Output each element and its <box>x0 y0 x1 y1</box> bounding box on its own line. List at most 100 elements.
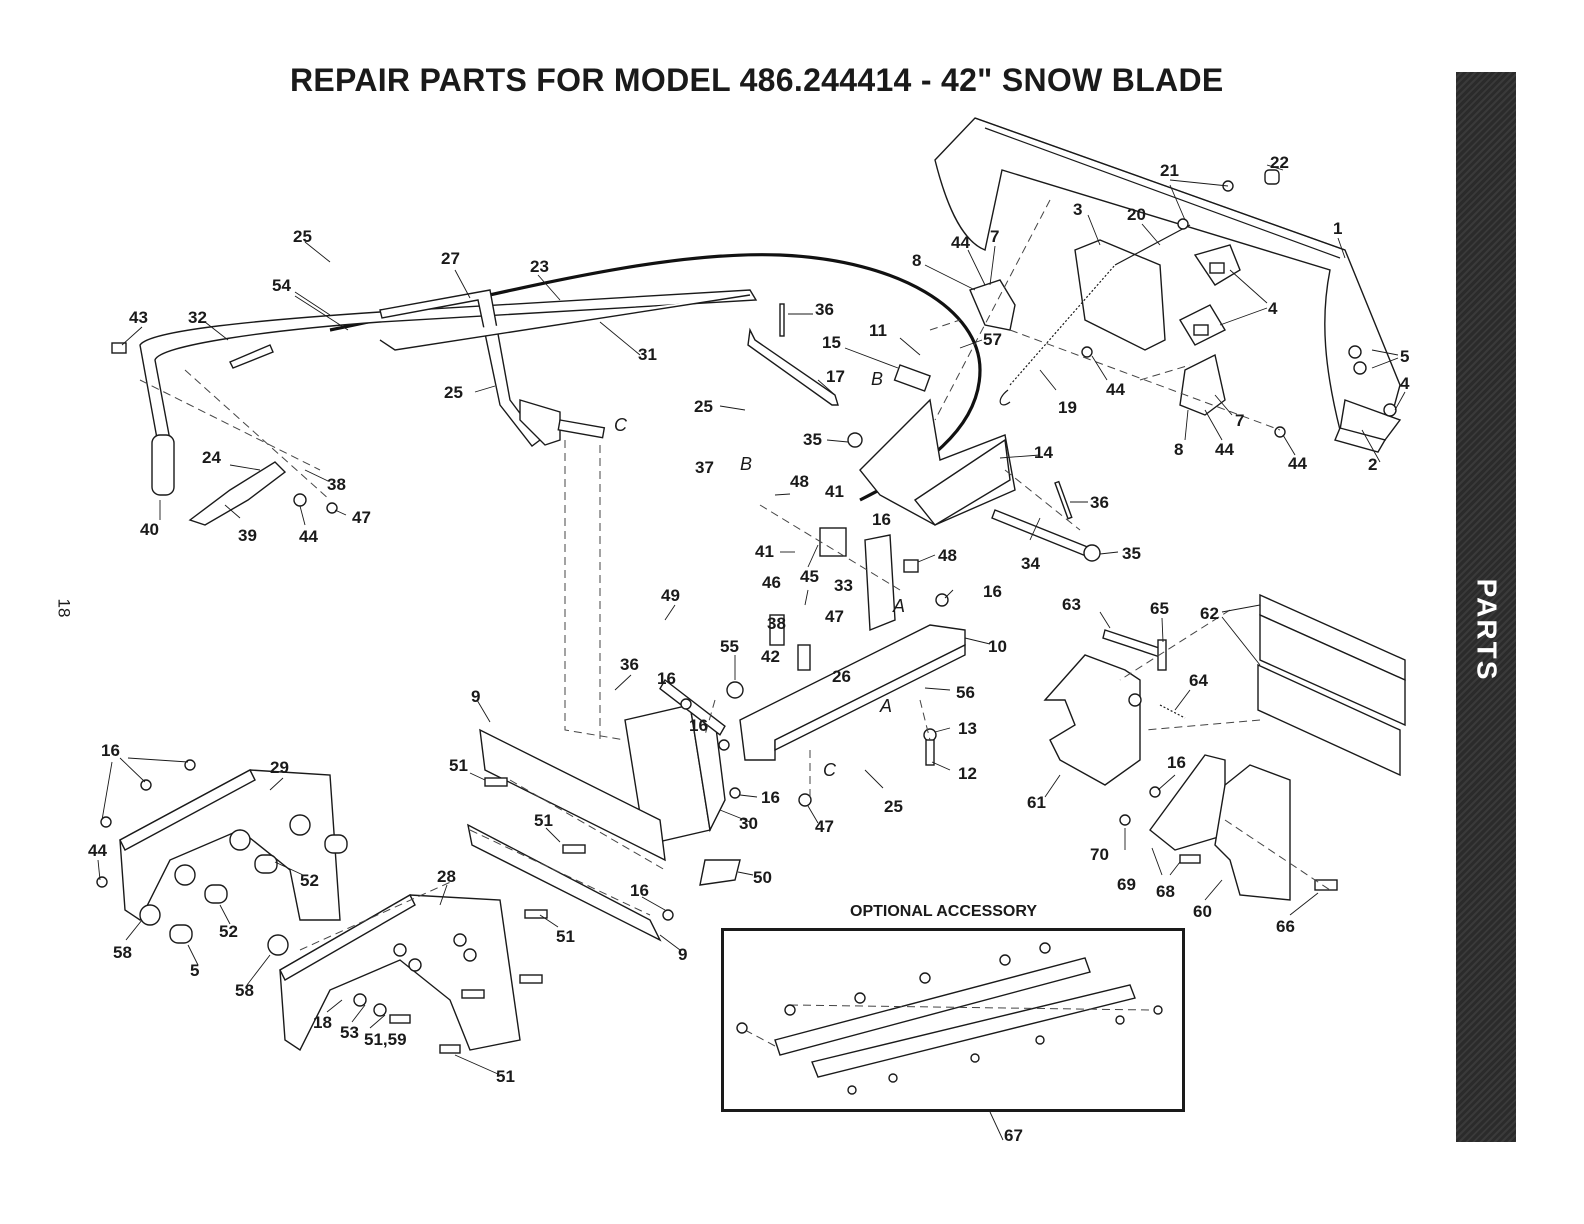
svg-text:61: 61 <box>1027 793 1046 812</box>
svg-text:4: 4 <box>1400 374 1410 393</box>
svg-text:44: 44 <box>88 841 107 860</box>
svg-text:33: 33 <box>834 576 853 595</box>
svg-text:70: 70 <box>1090 845 1109 864</box>
svg-text:36: 36 <box>1090 493 1109 512</box>
svg-text:5: 5 <box>1400 347 1409 366</box>
blade-hardware <box>1081 169 1397 438</box>
optional-accessory-heading: OPTIONAL ACCESSORY <box>850 903 1037 920</box>
svg-text:30: 30 <box>739 814 758 833</box>
snow-blade <box>934 117 1402 453</box>
svg-text:54: 54 <box>272 276 291 295</box>
left-mounting-bracket-29 <box>96 759 348 944</box>
section-tab <box>1456 72 1516 1142</box>
svg-text:56: 56 <box>956 683 975 702</box>
svg-text:62: 62 <box>1200 604 1219 623</box>
svg-text:43: 43 <box>129 308 148 327</box>
svg-text:11: 11 <box>869 321 887 340</box>
svg-text:3: 3 <box>1073 200 1082 219</box>
svg-text:57: 57 <box>983 330 1002 349</box>
svg-text:20: 20 <box>1127 205 1146 224</box>
svg-text:51: 51 <box>449 756 468 775</box>
svg-text:31: 31 <box>638 345 657 364</box>
spring <box>999 224 1191 406</box>
svg-text:B: B <box>740 454 752 474</box>
svg-text:50: 50 <box>753 868 772 887</box>
lever-and-rods <box>747 303 1101 562</box>
mounting-frame <box>726 527 966 807</box>
svg-text:38: 38 <box>767 614 786 633</box>
svg-text:51: 51 <box>534 811 553 830</box>
svg-text:13: 13 <box>958 719 977 738</box>
hitch-plate <box>624 703 741 886</box>
svg-text:25: 25 <box>884 797 903 816</box>
svg-text:53: 53 <box>340 1023 359 1042</box>
svg-text:16: 16 <box>689 716 708 735</box>
svg-text:7: 7 <box>990 227 999 246</box>
svg-text:65: 65 <box>1150 599 1169 618</box>
leader-lines <box>97 164 1406 1141</box>
hitch-bracket-61 <box>1043 654 1142 786</box>
svg-text:16: 16 <box>101 741 120 760</box>
svg-text:55: 55 <box>720 637 739 656</box>
svg-text:64: 64 <box>1189 671 1208 690</box>
svg-text:24: 24 <box>202 448 221 467</box>
svg-text:44: 44 <box>951 233 970 252</box>
svg-text:25: 25 <box>293 227 312 246</box>
page-title: REPAIR PARTS FOR MODEL 486.244414 - 42" … <box>290 62 1224 98</box>
rail-bolts <box>484 698 741 854</box>
svg-text:52: 52 <box>300 871 319 890</box>
svg-text:44: 44 <box>1288 454 1307 473</box>
svg-text:28: 28 <box>437 867 456 886</box>
optional-accessory-drawing <box>736 942 1163 1095</box>
svg-text:25: 25 <box>694 397 713 416</box>
slide-plates-62 <box>1257 593 1406 777</box>
svg-text:29: 29 <box>270 758 289 777</box>
svg-text:32: 32 <box>188 308 207 327</box>
svg-text:16: 16 <box>657 669 676 688</box>
svg-text:21: 21 <box>1160 161 1179 180</box>
svg-text:46: 46 <box>762 573 781 592</box>
svg-text:23: 23 <box>530 257 549 276</box>
hitch-pin-and-spring <box>1102 629 1186 719</box>
svg-text:7: 7 <box>1235 411 1244 430</box>
svg-text:42: 42 <box>761 647 780 666</box>
svg-text:60: 60 <box>1193 902 1212 921</box>
svg-text:C: C <box>823 760 837 780</box>
svg-text:A: A <box>892 596 905 616</box>
latch-plates-69-60 <box>1119 754 1338 901</box>
svg-text:18: 18 <box>313 1013 332 1032</box>
push-rails <box>467 678 726 942</box>
svg-text:17: 17 <box>826 367 845 386</box>
svg-text:8: 8 <box>1174 440 1183 459</box>
svg-text:16: 16 <box>630 881 649 900</box>
svg-text:9: 9 <box>678 945 687 964</box>
svg-text:16: 16 <box>761 788 780 807</box>
svg-text:45: 45 <box>800 567 819 586</box>
svg-text:44: 44 <box>1215 440 1234 459</box>
svg-text:40: 40 <box>140 520 159 539</box>
svg-text:51: 51 <box>556 927 575 946</box>
svg-text:15: 15 <box>822 333 841 352</box>
optional-accessory-frame <box>721 928 1185 1112</box>
svg-text:44: 44 <box>1106 380 1125 399</box>
assembly-guide-lines <box>139 199 1331 951</box>
svg-text:12: 12 <box>958 764 977 783</box>
svg-text:35: 35 <box>803 430 822 449</box>
svg-text:41: 41 <box>825 482 844 501</box>
svg-text:44: 44 <box>299 527 318 546</box>
svg-text:9: 9 <box>471 687 480 706</box>
svg-text:69: 69 <box>1117 875 1136 894</box>
svg-text:C: C <box>614 415 628 435</box>
svg-text:B: B <box>871 369 883 389</box>
pivot-bracket <box>859 398 1016 526</box>
accessory-part-number: 67 <box>1004 1126 1023 1145</box>
svg-text:16: 16 <box>983 582 1002 601</box>
svg-text:10: 10 <box>988 637 1007 656</box>
svg-text:26: 26 <box>832 667 851 686</box>
svg-text:19: 19 <box>1058 398 1077 417</box>
svg-text:8: 8 <box>912 251 921 270</box>
svg-text:39: 39 <box>238 526 257 545</box>
svg-text:14: 14 <box>1034 443 1053 462</box>
svg-text:22: 22 <box>1270 153 1289 172</box>
